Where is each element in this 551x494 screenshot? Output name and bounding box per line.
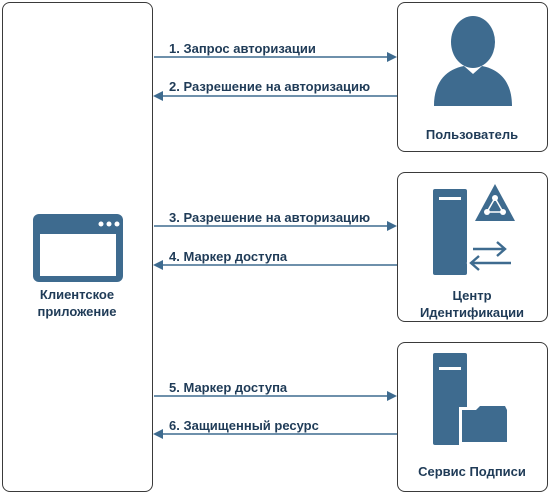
- server-network-icon: [433, 184, 515, 275]
- user-label: Пользователь: [425, 127, 519, 142]
- signature-service-label: Сервис Подписи: [418, 464, 526, 479]
- identity-center-box: Центр Идентификации: [397, 172, 548, 322]
- arrow-label-2: 2. Разрешение на авторизацию: [169, 79, 371, 94]
- arrowhead-4: [153, 260, 163, 270]
- arrowhead-5: [387, 391, 397, 401]
- signature-service-box: Сервис Подписи: [397, 342, 548, 492]
- client-application-box: Клиентское приложение: [2, 2, 153, 492]
- arrowhead-3: [387, 221, 397, 231]
- server-folder-icon: [433, 353, 509, 445]
- arrow-label-6: 6. Защищенный ресурс: [169, 418, 319, 433]
- app-window-icon: [33, 214, 123, 282]
- arrow-label-5: 5. Маркер доступа: [169, 380, 288, 395]
- arrowhead-1: [387, 52, 397, 62]
- arrow-label-4: 4. Маркер доступа: [169, 249, 288, 264]
- client-application-label: Клиентское приложение: [37, 287, 117, 319]
- arrowhead-2: [153, 91, 163, 101]
- user-icon: [434, 16, 512, 106]
- user-box: Пользователь: [397, 2, 548, 152]
- arrowhead-6: [153, 429, 163, 439]
- identity-center-label: Центр Идентификации: [419, 288, 525, 320]
- arrow-label-3: 3. Разрешение на авторизацию: [169, 210, 371, 225]
- arrow-label-1: 1. Запрос авторизации: [169, 41, 316, 56]
